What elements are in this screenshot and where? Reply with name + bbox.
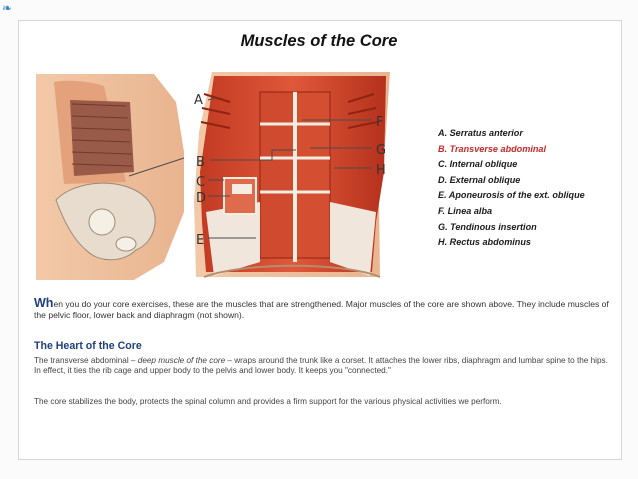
intro-dropcap: Wh (34, 296, 54, 310)
leader-lines (207, 97, 372, 239)
front-view (194, 72, 390, 278)
intro-paragraph: When you do your core exercises, these a… (34, 296, 610, 320)
figure-letters: A B C D E F G H (194, 93, 386, 248)
corner-ornament-icon: ❧ (2, 1, 13, 15)
intro-text: en you do your core exercises, these are… (34, 299, 609, 320)
legend-item-f: F. Linea alba (438, 205, 493, 216)
legend-item-e: E. Aponeurosis of the ext. oblique (438, 190, 585, 201)
core-muscles-illustration: A B C D E F G H (36, 72, 390, 280)
label-e: E (196, 233, 204, 248)
legend-item-g: G. Tendinous insertion (438, 221, 537, 232)
page-title: Muscles of the Core (240, 32, 398, 50)
p1-text-end: – wraps around the trunk like a corset. … (34, 356, 608, 376)
legend-item-h: H. Rectus abdominus (438, 237, 531, 248)
label-f: F (376, 115, 383, 130)
legend-item-c: C. Internal oblique (438, 159, 518, 170)
muscle-legend: A. Serratus anterior B. Transverse abdom… (438, 126, 585, 251)
section-heading: The Heart of the Core (34, 340, 142, 352)
paragraph-core-stabilizes: The core stabilizes the body, protects t… (34, 397, 502, 406)
legend-item-d: D. External oblique (438, 174, 521, 185)
legend-item-b: B. Transverse abdominal (438, 143, 546, 154)
legend-item-a: A. Serratus anterior (438, 128, 523, 138)
label-g: G (376, 143, 386, 158)
p1-text-start: The transverse abdominal – (34, 356, 138, 365)
side-view (36, 74, 185, 280)
label-b: B (196, 155, 205, 170)
label-a: A (194, 93, 203, 108)
label-h: H (376, 163, 386, 178)
label-d: D (196, 191, 206, 206)
p1-emphasis: deep muscle of the core (137, 356, 226, 365)
paragraph-transverse: The transverse abdominal – deep muscle o… (34, 356, 610, 376)
label-c: C (196, 175, 205, 190)
